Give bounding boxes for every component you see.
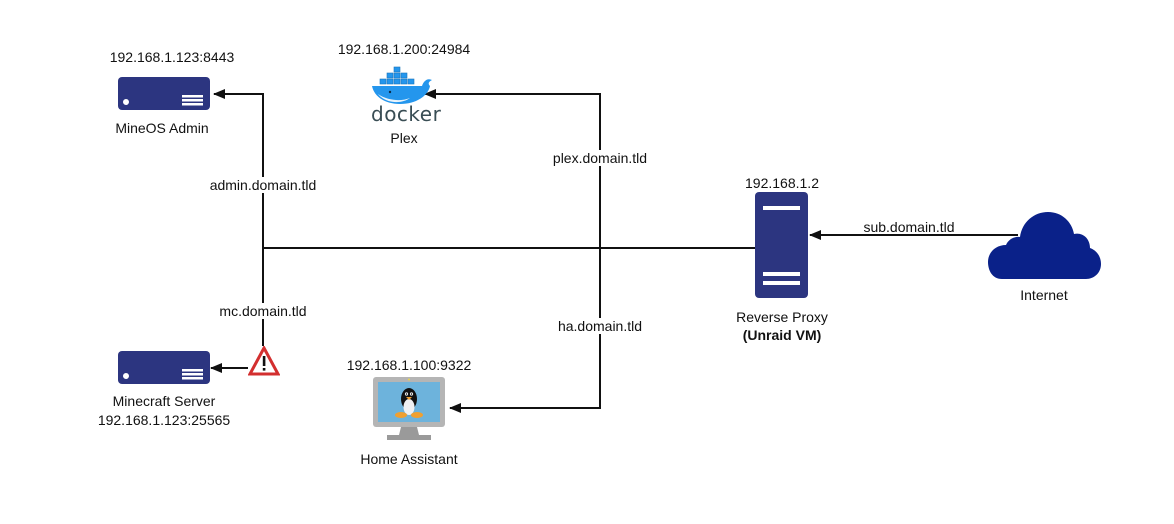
edge-label-ha: ha.domain.tld [555,318,645,334]
edge-label-plex: plex.domain.tld [550,150,650,166]
edge-ha [449,248,601,413]
proxy-name: Reverse Proxy [736,309,828,325]
server-icon[interactable] [118,351,210,385]
homeassistant-ip: 192.168.1.100:9322 [346,357,472,373]
server-icon[interactable] [118,77,210,111]
edge-label-admin: admin.domain.tld [207,177,319,193]
warning-triangle-icon[interactable] [248,346,280,376]
edge-label-mc: mc.domain.tld [217,303,309,319]
proxy-subtitle: (Unraid VM) [742,327,822,343]
homeassistant-name: Home Assistant [360,451,458,467]
edge-admin [213,89,264,248]
internet-name: Internet [1020,287,1068,303]
mineos-ip: 192.168.1.123:8443 [109,49,235,65]
plex-name: Plex [390,130,418,146]
docker-icon[interactable] [370,66,442,106]
tower-server-icon[interactable] [755,192,809,299]
edge-label-internet: sub.domain.tld [863,219,955,235]
linux-monitor-icon[interactable] [371,375,447,443]
plex-ip: 192.168.1.200:24984 [337,41,471,57]
cloud-icon[interactable] [988,210,1102,280]
mineos-name: MineOS Admin [115,120,209,136]
minecraft-ip: 192.168.1.123:25565 [97,412,231,428]
edge-plex [424,89,601,248]
docker-logo-text: docker [371,102,442,126]
proxy-ip: 192.168.1.2 [745,175,819,191]
minecraft-name: Minecraft Server [112,393,216,409]
